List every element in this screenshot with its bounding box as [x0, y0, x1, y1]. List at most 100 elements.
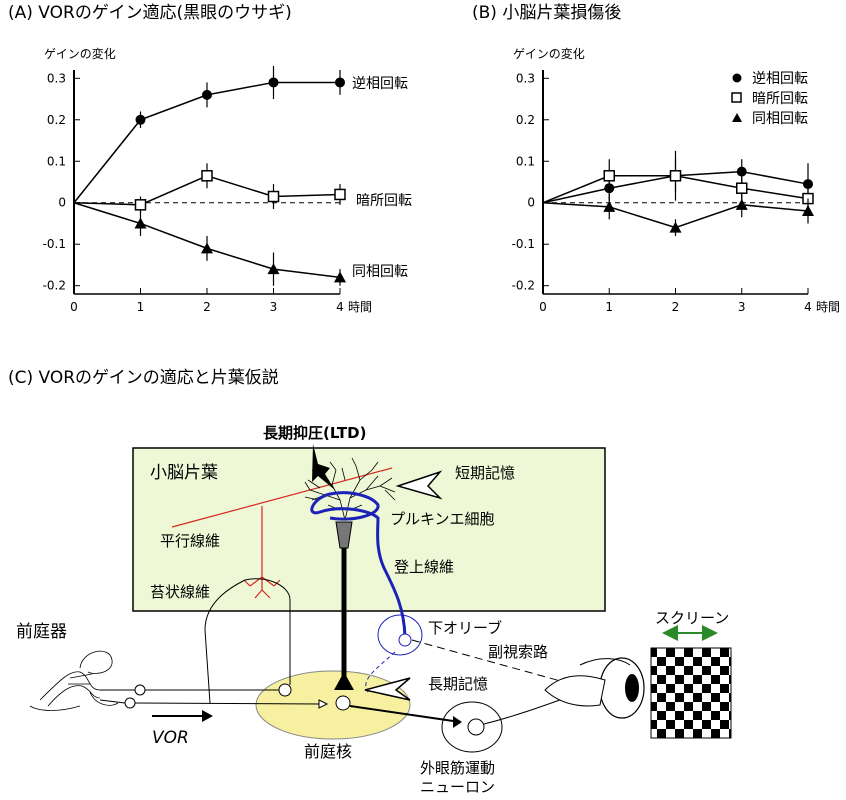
marker-circle — [335, 77, 345, 88]
y-tick-label: 0.3 — [516, 71, 535, 85]
y-tick-label: 0.2 — [47, 113, 66, 127]
marker-triangle — [267, 263, 280, 275]
oculomotor-label-1: 外眼筋運動 — [420, 759, 495, 777]
x-tick-label: 1 — [605, 300, 613, 314]
vn-cell-left — [278, 683, 292, 697]
x-axis-label: 時間 — [816, 300, 840, 314]
marker-triangle — [735, 198, 748, 210]
y-tick-label: 0.1 — [516, 154, 535, 168]
accessory-optic-tract-label: 副視索路 — [488, 643, 548, 661]
y-tick-label: 0.1 — [47, 154, 66, 168]
oculomotor-cell — [467, 718, 485, 736]
series-label-in-phase: 同相回転 — [352, 264, 408, 280]
legend-label-anti-phase: 逆相回転 — [752, 71, 808, 87]
panel-b-title: (B) 小脳片葉損傷後 — [472, 3, 621, 23]
marker-square — [334, 188, 346, 201]
eye — [544, 657, 645, 719]
cerebellum-box — [132, 447, 606, 612]
marker-triangle — [802, 205, 814, 217]
vn-output-fiber — [349, 705, 461, 723]
marker-square — [201, 170, 213, 182]
accessory-optic-tract — [411, 639, 576, 686]
legend-b: 逆相回転 暗所回転 同相回転 — [731, 71, 808, 127]
purkinje-cell-label: プルキンエ細胞 — [390, 510, 495, 528]
x-tick-label: 4 — [336, 300, 344, 314]
marker-circle — [803, 179, 813, 190]
x-tick-label: 3 — [270, 300, 278, 314]
purkinje-terminal — [334, 672, 354, 690]
screen — [650, 647, 732, 739]
mossy-fiber-label: 苔状線維 — [150, 583, 210, 601]
marker-triangle — [201, 242, 213, 254]
y-tick-label: 0 — [527, 196, 535, 210]
climbing-fiber — [310, 491, 407, 641]
inferior-olive-cell — [398, 633, 412, 647]
series-label-dark: 暗所回転 — [356, 193, 412, 209]
y-axis-label: ゲインの変化 — [44, 46, 116, 61]
vor-arrow-head — [202, 710, 213, 722]
climbing-fiber-label: 登上線維 — [394, 558, 454, 576]
inferior-olive-outline — [377, 614, 423, 656]
x-tick-label: 0 — [70, 300, 78, 314]
y-tick-label: -0.2 — [512, 279, 535, 293]
x-tick-label: 1 — [137, 300, 145, 314]
legend-marker-circle — [732, 73, 742, 83]
y-tick-label: 0.3 — [47, 71, 66, 85]
y-tick-label: 0 — [58, 196, 66, 210]
y-tick-label: -0.1 — [43, 237, 66, 251]
chart-a: 0.3 0.2 0.1 0 -0.1 -0.2 0 1 2 3 4 時間 ゲインの変化 — [43, 46, 372, 314]
vestibular-afferents — [99, 578, 321, 709]
screen-label: スクリーン — [655, 609, 729, 627]
vn-output-arrow — [453, 716, 462, 728]
vn-cell-center — [335, 695, 351, 711]
marker-square — [267, 190, 280, 203]
marker-square — [736, 182, 748, 194]
oculomotor-label-2: ニューロン — [420, 778, 495, 796]
long-term-memory-arrow — [364, 677, 411, 701]
marker-triangle — [334, 271, 346, 283]
x-tick-label: 2 — [203, 300, 211, 314]
x-axis-label: 時間 — [348, 300, 372, 314]
oculomotor-nucleus — [441, 701, 503, 753]
marker-circle — [268, 77, 279, 88]
marker-triangle — [669, 221, 682, 233]
x-tick-label: 3 — [738, 300, 746, 314]
marker-square — [603, 170, 615, 182]
y-tick-label: -0.1 — [512, 237, 535, 251]
oculomotor-axon — [483, 699, 561, 725]
vestibular-nucleus-ellipse — [255, 670, 411, 740]
marker-triangle — [603, 200, 616, 212]
y-tick-label: -0.2 — [43, 279, 66, 293]
purkinje-soma — [335, 521, 353, 549]
vor-label: VOR — [152, 728, 189, 748]
ltd-label: 長期抑圧(LTD) — [263, 424, 366, 442]
y-axis-label: ゲインの変化 — [513, 46, 585, 61]
inferior-olive-label: 下オリーブ — [428, 619, 502, 637]
vn-synapse — [318, 699, 329, 709]
marker-square — [669, 170, 682, 182]
chart-b: 0.3 0.2 0.1 0 -0.1 -0.2 0 1 2 3 4 時間 ゲインの変化 — [512, 46, 840, 314]
legend-label-dark: 暗所回転 — [752, 91, 808, 107]
y-tick-label: 0.2 — [516, 113, 535, 127]
panel-a-title: (A) VORのゲイン適応(黒眼のウサギ) — [8, 3, 292, 23]
panel-c-title: (C) VORのゲインの適応と片葉仮説 — [8, 368, 279, 388]
diagram: 小脳片葉 長期抑圧(LTD) 短期記憶 プルキンエ細胞 平行線維 登上線維 苔状… — [16, 424, 732, 796]
short-term-memory-arrow — [395, 470, 443, 500]
marker-circle — [135, 114, 146, 125]
legend-label-in-phase: 同相回転 — [752, 111, 808, 127]
legend-marker-square — [731, 92, 742, 103]
short-term-memory-label: 短期記憶 — [455, 464, 515, 482]
legend-marker-triangle — [732, 113, 742, 122]
x-tick-label: 4 — [804, 300, 812, 314]
long-term-memory-label: 長期記憶 — [428, 675, 488, 693]
marker-circle — [202, 89, 212, 100]
ltd-arrow — [312, 444, 335, 490]
parallel-fiber — [171, 467, 393, 599]
vestibular-organ-label: 前庭器 — [16, 622, 67, 642]
x-tick-label: 0 — [539, 300, 547, 314]
vestibular-nucleus-label: 前庭核 — [304, 742, 352, 761]
marker-triangle — [134, 217, 147, 229]
x-tick-label: 2 — [672, 300, 680, 314]
parallel-fiber-label: 平行線維 — [160, 532, 220, 550]
